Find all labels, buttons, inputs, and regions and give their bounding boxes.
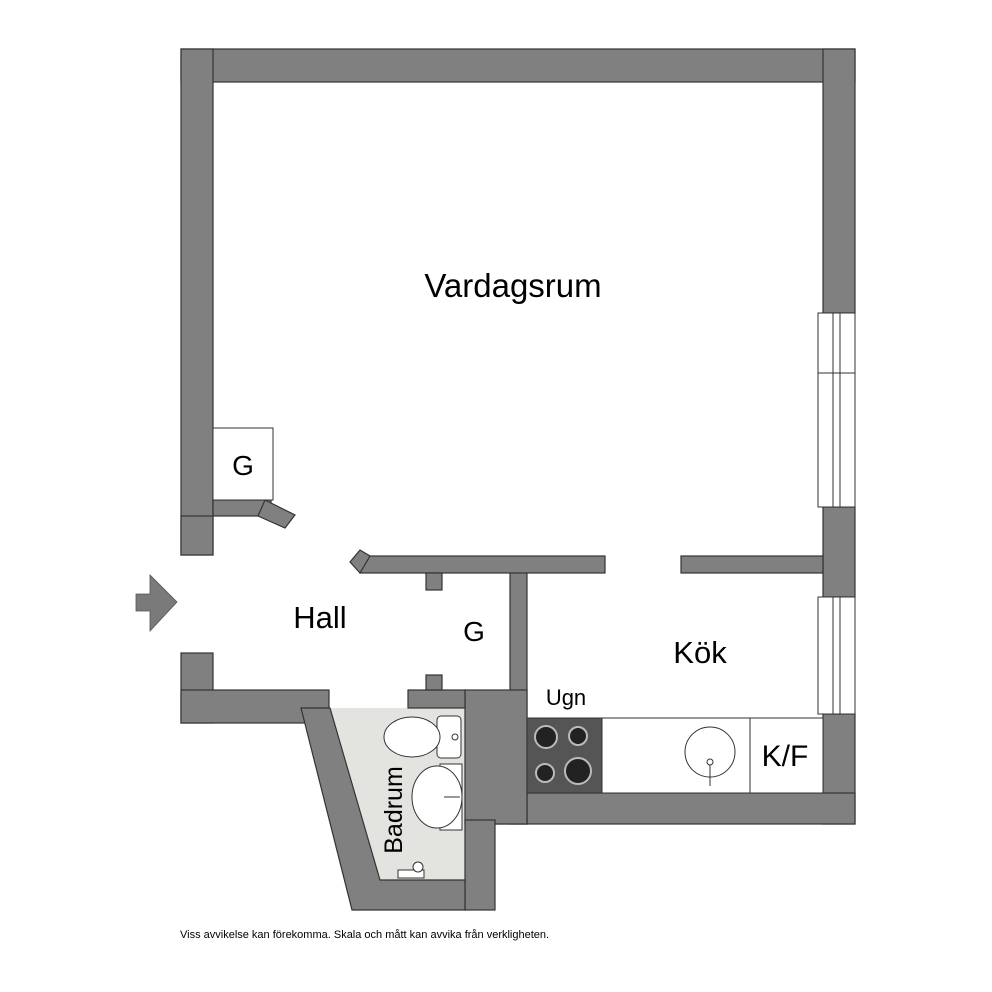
wall-bath-slant <box>300 707 466 911</box>
wall-stub-upper <box>425 572 443 591</box>
label-hall: Hall <box>293 600 346 635</box>
kitchen-counter <box>526 717 824 794</box>
shower-mixer <box>397 861 425 879</box>
label-fridge-freezer: K/F <box>762 740 809 773</box>
label-bathroom: Badrum <box>380 766 408 854</box>
label-oven: Ugn <box>546 685 586 710</box>
fridge-box <box>749 717 824 794</box>
wall-kitchen-bottom <box>494 792 856 825</box>
wall-interior-kitchen-top <box>680 555 824 574</box>
door-jamb-hall <box>349 549 371 575</box>
washbasin <box>411 763 463 831</box>
stove-burners <box>534 725 592 785</box>
wall-bath-right <box>464 689 528 825</box>
wall-right-top <box>822 48 856 314</box>
door-jamb-living <box>257 499 296 529</box>
label-kitchen: Kök <box>673 635 727 670</box>
wall-hall-bath <box>407 689 466 709</box>
wall-stub-lower <box>425 674 443 691</box>
wall-interior-hall-top <box>359 555 606 574</box>
closet-upper-box <box>212 427 274 501</box>
toilet <box>383 715 462 759</box>
entrance-arrow-icon <box>135 574 178 633</box>
wall-stub-entrance-upper <box>180 515 214 556</box>
wall-right-middle <box>822 506 856 598</box>
wall-bath-right-lower <box>464 819 496 911</box>
disclaimer: Viss avvikelse kan förekomma. Skala och … <box>180 929 550 941</box>
window-living <box>817 312 856 508</box>
windows <box>817 312 856 715</box>
label-closet-lower: G <box>463 616 485 647</box>
wall-top <box>180 48 856 83</box>
window-kitchen <box>817 596 856 715</box>
wall-left-upper <box>180 48 214 556</box>
label-living-room: Vardagsrum <box>424 267 601 304</box>
label-closet-upper: G <box>232 450 254 481</box>
sink <box>684 726 736 786</box>
bathroom-fixtures <box>383 715 463 879</box>
